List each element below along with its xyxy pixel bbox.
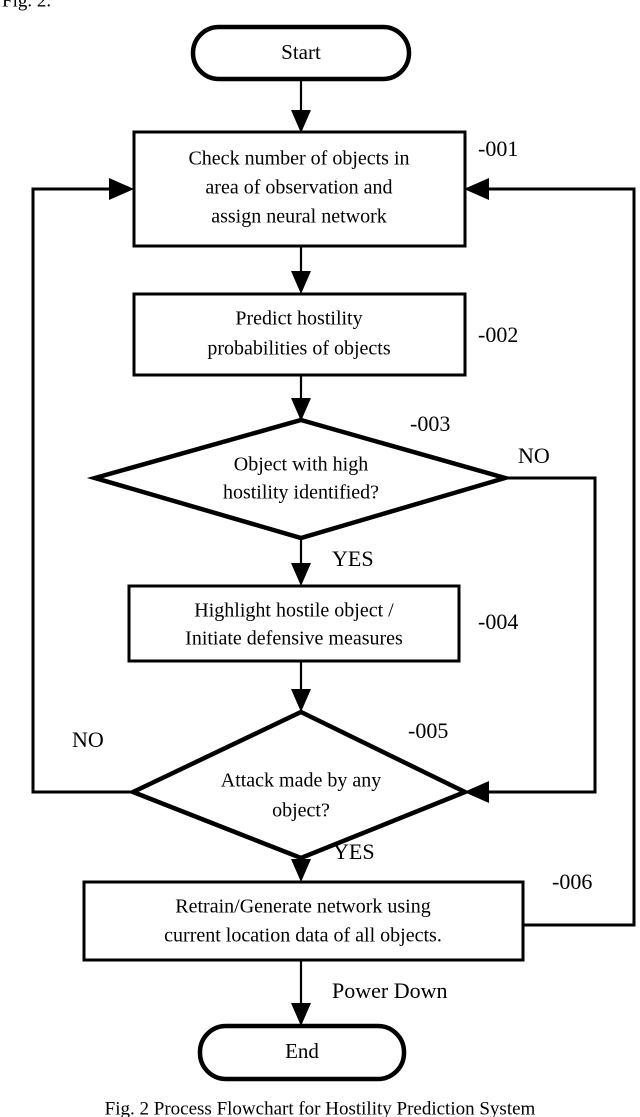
end-label: End (285, 1039, 319, 1063)
step-001-shape (132, 130, 467, 248)
decision-005-yes-label: YES (333, 839, 375, 864)
connector-005-no-to-001 (31, 178, 134, 794)
node-decision-003: Object with high hostility identified? -… (86, 411, 550, 541)
connector-001-to-002 (291, 246, 311, 294)
step-002-line-1: Predict hostility (235, 308, 362, 330)
arrow-left-icon (464, 178, 489, 200)
figure-caption: Fig. 2 Process Flowchart for Hostility P… (105, 1098, 536, 1117)
decision-003-yes-label: YES (332, 546, 374, 571)
step-002-shape (132, 292, 467, 377)
node-step-006: Retrain/Generate network using current l… (82, 869, 592, 962)
decision-005-line-1: Attack made by any (221, 770, 382, 792)
connector-005-yes-to-006: YES (291, 839, 375, 882)
arrow-right-icon (109, 178, 134, 200)
step-004-ref: -004 (478, 609, 518, 634)
connector-003-yes-to-004: YES (291, 538, 374, 586)
decision-003-no-label: NO (518, 443, 550, 468)
decision-003-line-1: Object with high (234, 454, 368, 476)
arrow-down-icon (291, 563, 311, 586)
step-006-shape (82, 880, 525, 962)
step-006-line-2: current location data of all objects. (164, 925, 442, 947)
start-label: Start (281, 40, 321, 64)
decision-003-shape (86, 417, 514, 541)
step-004-line-2: Initiate defensive measures (185, 628, 403, 650)
end-terminator-shape (197, 1023, 407, 1082)
arrow-down-icon (291, 271, 311, 294)
connector-006-to-001 (464, 178, 636, 927)
arrow-down-icon (291, 859, 311, 882)
step-004-shape (127, 584, 461, 663)
connector-start-to-001 (291, 79, 311, 133)
node-step-002: Predict hostility probabilities of objec… (132, 292, 518, 377)
arrow-down-icon (291, 1003, 311, 1026)
step-006-ref: -006 (552, 869, 592, 894)
step-001-line-1: Check number of objects in (188, 148, 409, 170)
step-001-line-3: assign neural network (211, 206, 387, 228)
node-step-004: Highlight hostile object / Initiate defe… (127, 584, 518, 663)
node-step-001: Check number of objects in area of obser… (132, 130, 518, 248)
node-decision-005: Attack made by any object? -005 NO (72, 709, 471, 861)
step-001-ref: -001 (478, 136, 518, 161)
step-004-line-1: Highlight hostile object / (194, 600, 394, 622)
figure-header-partial: Fig. 2. (2, 0, 51, 11)
step-002-ref: -002 (478, 322, 518, 347)
decision-003-line-2: hostility identified? (223, 482, 379, 504)
connector-002-to-003 (291, 375, 311, 421)
decision-005-no-label: NO (72, 727, 104, 752)
arrow-down-icon (291, 110, 311, 133)
arrow-down-icon (291, 398, 311, 421)
decision-005-ref: -005 (408, 718, 448, 743)
connector-003-no-to-005 (464, 476, 597, 803)
step-002-line-2: probabilities of objects (207, 338, 391, 360)
step-006-line-1: Retrain/Generate network using (175, 896, 430, 918)
connector-006-to-end: Power Down (291, 960, 448, 1026)
power-down-note: Power Down (332, 978, 448, 1003)
node-start: Start (190, 24, 412, 82)
decision-005-line-2: object? (272, 800, 330, 822)
node-end: End (197, 1023, 407, 1082)
arrow-down-icon (291, 689, 311, 712)
arrow-left-icon (464, 781, 489, 803)
connector-004-to-005 (291, 661, 311, 712)
step-001-line-2: area of observation and (205, 177, 392, 199)
decision-003-ref: -003 (410, 411, 450, 436)
